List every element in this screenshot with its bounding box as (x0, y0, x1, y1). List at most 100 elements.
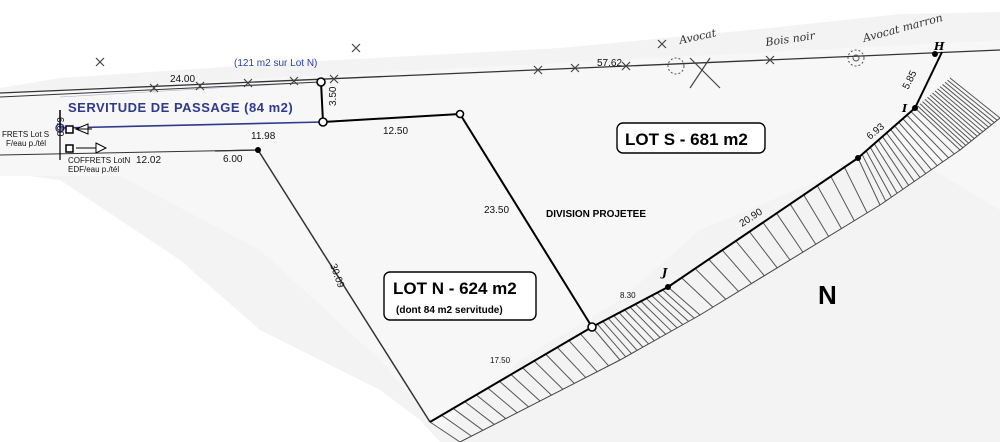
hatch-line (929, 94, 978, 137)
hatch-line (906, 114, 949, 159)
hatch-line (429, 421, 461, 442)
hatch-line (681, 277, 714, 308)
hatch-line (749, 231, 778, 269)
lot-s-label: LOT S - 681 m2 (625, 130, 748, 149)
hatch-line (602, 320, 632, 354)
hatch-line (934, 90, 984, 133)
hatch-line (694, 268, 727, 300)
survey-point (255, 147, 261, 153)
boundary-20-90 (667, 157, 859, 288)
dim-3-50: 3.50 (328, 86, 339, 106)
hatch-line (613, 315, 644, 348)
hatch-line (662, 289, 695, 319)
hatch-line (830, 176, 855, 221)
arrow-icon (74, 123, 92, 135)
boundary-6-93 (857, 107, 916, 159)
utility-label-lot-s-2: F/eau p./tél (6, 139, 46, 148)
hatch-line (568, 340, 598, 373)
hatch-line (789, 203, 817, 245)
north-label: N (818, 280, 837, 310)
hatch-line (803, 194, 830, 237)
dim-12-50: 12.50 (383, 126, 408, 137)
survey-point (316, 77, 326, 87)
hatch-line (919, 103, 967, 146)
survey-point (455, 109, 465, 119)
hatch-line (843, 166, 868, 214)
boundary-17-50 (429, 326, 593, 423)
utility-box-icon (65, 144, 74, 153)
hatch-line (667, 286, 701, 316)
boundary-30-09 (257, 149, 431, 423)
hatch-line (452, 408, 484, 431)
boundary-5-85 (914, 51, 943, 109)
hatch-line (762, 222, 791, 261)
utility-label-lot-n-1: COFFRETS LotN (68, 156, 130, 165)
lot-n-label: LOT N - 624 m2 (393, 279, 517, 298)
utility-box-icon (65, 125, 74, 134)
boundary-12-50 (322, 113, 461, 123)
lot-n-sublabel: (dont 84 m2 servitude) (396, 305, 503, 316)
hatch-line (927, 96, 975, 139)
hatch-line (949, 77, 1000, 119)
hatch-line (441, 414, 472, 437)
hatch-line (917, 105, 964, 149)
hatch-line (464, 401, 495, 425)
hatch-line (947, 79, 998, 121)
survey-point (932, 51, 938, 57)
dim-24-00: 24.00 (170, 74, 195, 85)
hatch-line (475, 394, 507, 419)
hatched-bank (429, 77, 1000, 442)
survey-point (318, 117, 328, 127)
hatch-line (890, 129, 927, 174)
hatch-line (937, 88, 987, 130)
hatch-line (640, 300, 672, 332)
lot-n-box: LOT N - 624 m2 (dont 84 m2 servitude) (383, 271, 537, 321)
hatch-line (533, 360, 564, 390)
dim-11-98: 11.98 (251, 131, 276, 142)
hatch-line (857, 157, 881, 206)
dim-8-30: 8.30 (620, 291, 636, 300)
hatch-line (591, 326, 621, 361)
hatch-line (556, 347, 587, 378)
hatch-line (735, 240, 765, 277)
hatch-line (910, 111, 955, 155)
arrow-icon (76, 142, 108, 154)
hatch-line (869, 147, 898, 194)
boundary-6-00 (214, 149, 259, 152)
hatch-line (607, 318, 638, 351)
dim-57-62: 57.62 (597, 58, 622, 69)
hatch-line (861, 154, 887, 202)
survey-point (855, 155, 861, 161)
hatch-line (545, 353, 575, 384)
division-projetee-line (459, 113, 593, 328)
hatch-line (886, 132, 921, 178)
hatch-line (922, 101, 969, 144)
boundary-markers (95, 39, 775, 93)
survey-point (587, 322, 597, 332)
bank-outer-edge (459, 117, 1000, 442)
tree-symbols (667, 49, 865, 75)
hatch-line (651, 295, 684, 326)
hatch-line (898, 121, 938, 167)
hatch-line (522, 367, 552, 396)
hatch-line (882, 136, 915, 182)
hatch-line (624, 309, 655, 342)
hatch-line (629, 306, 661, 338)
easement-title: SERVITUDE DE PASSAGE (84 m2) (68, 100, 293, 115)
dim-23-50: 23.50 (484, 205, 509, 216)
hatch-line (510, 374, 541, 402)
utility-boxes (59, 110, 108, 160)
hatch-line (914, 107, 961, 151)
lot-s-box: LOT S - 681 m2 (616, 122, 766, 154)
dim-17-50: 17.50 (490, 356, 511, 365)
hatch-line (939, 86, 989, 128)
dim-6-00-vertical: 6.00 (54, 117, 65, 137)
dim-6-00: 6.00 (223, 154, 243, 165)
hatch-line (942, 84, 992, 126)
hatch-line (776, 213, 804, 253)
hatch-line (597, 323, 627, 358)
point-label-i: I (901, 102, 908, 115)
hatch-line (944, 81, 995, 123)
